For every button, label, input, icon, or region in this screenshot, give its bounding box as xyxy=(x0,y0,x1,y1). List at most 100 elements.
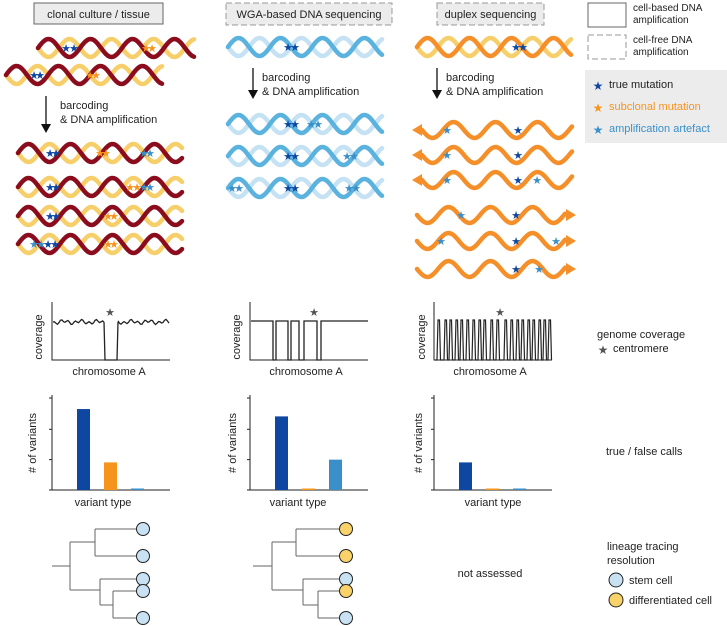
star-icon: ★ xyxy=(309,307,319,319)
coverage-ylabel-3: coverage xyxy=(416,314,428,359)
variants-xlabel-1: variant type xyxy=(75,497,132,509)
lineage-tree-1 xyxy=(52,522,150,625)
star-icon: ★ xyxy=(141,43,151,55)
star-icon: ★ xyxy=(132,182,142,194)
down-arrow-icon xyxy=(432,90,442,99)
stem-cell-label: stem cell xyxy=(629,575,672,587)
star-icon: ★ xyxy=(511,210,521,222)
dna-single-strand: ★★ xyxy=(414,204,576,226)
stem-cell-node xyxy=(136,549,150,563)
amplification-label-line2: & DNA amplification xyxy=(262,86,359,98)
lineage-row-label-line1: lineage tracing xyxy=(607,541,679,553)
dna-helix: ★★★★★★ xyxy=(15,141,185,165)
stem-cell-node xyxy=(339,572,353,586)
stem-cell-node xyxy=(136,522,150,536)
legend-cell-based-line1: cell-based DNA xyxy=(633,3,703,14)
variants-row-label: true / false calls xyxy=(606,446,683,458)
star-icon: ★ xyxy=(145,148,155,160)
star-icon: ★ xyxy=(45,211,55,223)
column-title-2: WGA-based DNA sequencing xyxy=(237,9,382,21)
star-icon: ★ xyxy=(51,148,61,160)
star-icon: ★ xyxy=(139,182,149,194)
dna-strand xyxy=(414,204,568,226)
variants-xlabel-2: variant type xyxy=(270,497,327,509)
variant-bar xyxy=(486,488,499,490)
dna-strand xyxy=(225,144,385,168)
coverage-row-label: genome coverage xyxy=(597,329,685,341)
legend-amplification-artefact: amplification artefact xyxy=(609,123,710,135)
star-icon: ★ xyxy=(442,125,452,137)
variant-bar-charts xyxy=(49,395,552,491)
star-icon: ★ xyxy=(109,239,119,251)
star-icon: ★ xyxy=(442,150,452,162)
coverage-trace xyxy=(52,318,170,361)
star-icon: ★ xyxy=(283,151,293,163)
centromere-label: centromere xyxy=(613,343,669,355)
dna-helix: ★★★★ xyxy=(225,112,385,136)
coverage-plots: ★★★ xyxy=(51,302,553,361)
star-icon: ★ xyxy=(593,79,604,93)
dna-helix: ★★★★ xyxy=(3,63,165,87)
dna-strand xyxy=(15,141,185,165)
dna-helices: ★★★★★★★★★★★★★★★★★★★★★★★★★★★★★★★★★★★★★★★★… xyxy=(3,35,576,280)
star-icon: ★ xyxy=(351,183,361,195)
star-icon: ★ xyxy=(91,70,101,82)
star-icon: ★ xyxy=(227,183,237,195)
star-icon: ★ xyxy=(147,43,157,55)
column-header-3: duplex sequencing xyxy=(436,2,545,26)
star-icon: ★ xyxy=(125,182,135,194)
differentiated-cell-legend-icon xyxy=(608,592,624,608)
column-header-2: WGA-based DNA sequencing xyxy=(225,2,393,26)
dna-helix: ★★★★★★ xyxy=(225,176,385,200)
stem-cell-node xyxy=(339,611,353,625)
variants-ylabel-2: # of variants xyxy=(227,413,239,473)
dna-strand xyxy=(414,258,568,280)
lineage-row-label-line2: resolution xyxy=(607,555,655,567)
legend-mutations: ★ true mutation ★ subclonal mutation ★ a… xyxy=(585,70,727,143)
star-icon: ★ xyxy=(593,123,604,137)
star-icon: ★ xyxy=(109,211,119,223)
star-icon: ★ xyxy=(234,183,244,195)
coverage-ylabel-1: coverage xyxy=(33,314,45,359)
lineage-legend: lineage tracing resolution stem cell dif… xyxy=(607,541,712,608)
dna-strand xyxy=(225,112,385,136)
dna-single-strand: ★★ xyxy=(414,258,576,280)
dna-helix: ★★★★★★ xyxy=(15,232,185,256)
dna-strand xyxy=(225,35,385,59)
differentiated-cell-node xyxy=(339,584,353,598)
dna-strand xyxy=(15,204,185,228)
dna-strand xyxy=(414,35,574,59)
dna-strand xyxy=(225,112,385,136)
star-icon: ★ xyxy=(61,43,71,55)
arrow-right-icon xyxy=(566,235,576,247)
dna-strand xyxy=(414,230,568,252)
arrow-right-icon xyxy=(566,263,576,275)
dna-strand xyxy=(15,232,185,256)
variants-xlabel-3: variant type xyxy=(465,497,522,509)
legend-swatch-cell-free xyxy=(587,34,627,60)
star-icon: ★ xyxy=(513,175,523,187)
amplification-step-3: barcoding & DNA amplification xyxy=(432,68,543,99)
column-header-1: clonal culture / tissue xyxy=(33,2,164,25)
down-arrow-icon xyxy=(248,90,258,99)
star-icon: ★ xyxy=(436,236,446,248)
variant-bar xyxy=(275,416,288,490)
dna-strand xyxy=(3,63,165,87)
variant-bar xyxy=(131,488,144,490)
amplification-label-line1: barcoding xyxy=(262,72,310,84)
legend-amplification: cell-based DNA amplification cell-free D… xyxy=(587,2,703,60)
amplification-step-1: barcoding & DNA amplification xyxy=(41,96,157,133)
legend-cell-based-line2: amplification xyxy=(633,15,689,26)
dna-single-strand: ★★ xyxy=(412,144,575,166)
dna-strand xyxy=(15,204,185,228)
dna-single-strand: ★★★ xyxy=(412,169,575,191)
dna-strand xyxy=(414,35,574,59)
star-icon: ★ xyxy=(85,70,95,82)
not-assessed-label: not assessed xyxy=(458,568,523,580)
star-icon: ★ xyxy=(95,148,105,160)
star-icon: ★ xyxy=(551,236,561,248)
star-icon: ★ xyxy=(283,183,293,195)
dna-helix: ★★★★ xyxy=(225,144,385,168)
amplification-step-2: barcoding & DNA amplification xyxy=(248,68,359,99)
stem-cell-node xyxy=(136,572,150,586)
